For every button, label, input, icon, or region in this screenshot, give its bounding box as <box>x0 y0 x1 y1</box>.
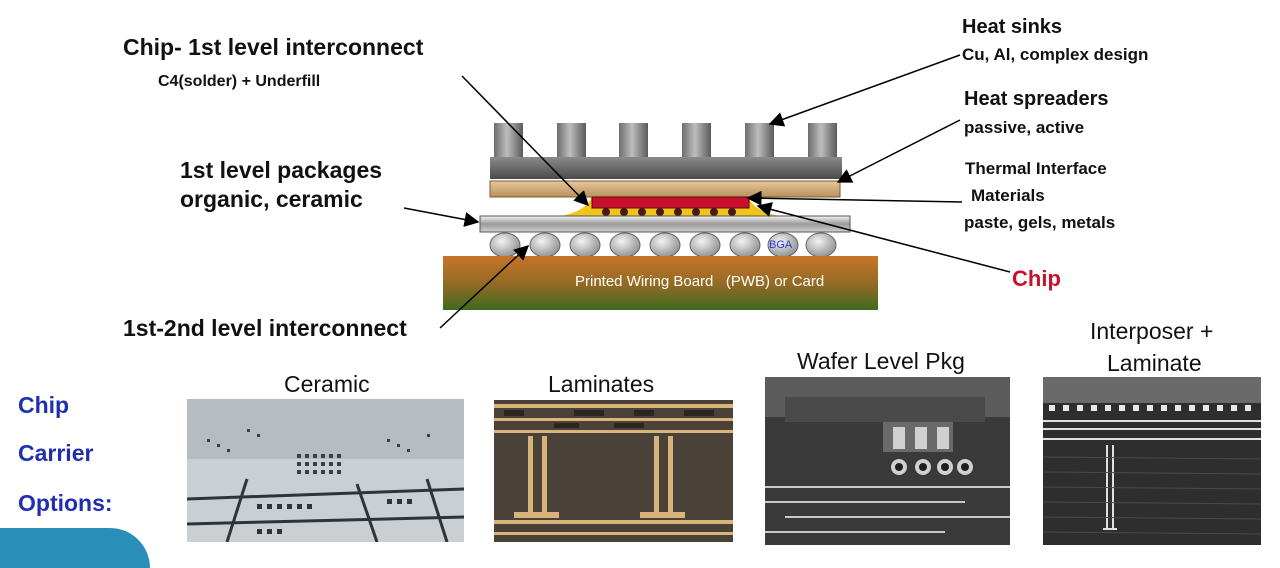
photo-caption-wafer-level: Wafer Level Pkg <box>797 348 965 374</box>
tim-title-line2: Materials <box>971 186 1045 205</box>
chip-die <box>591 196 750 209</box>
photo-caption-laminates: Laminates <box>548 371 655 397</box>
second-level-interconnect-label: 1st-2nd level interconnect <box>123 315 407 341</box>
photo-caption-interposer-line2: Laminate <box>1107 350 1202 376</box>
ceramic-photo <box>187 399 464 542</box>
heat-spreaders-title: Heat spreaders <box>964 88 1109 110</box>
laminates-photo <box>494 400 733 542</box>
carrier-label-line1: Chip <box>18 392 70 418</box>
package-diagram <box>403 54 1011 329</box>
heat-spreaders-subtitle: passive, active <box>964 118 1085 137</box>
photo-caption-interposer-line1: Interposer + <box>1090 318 1214 344</box>
corner-tab-decoration <box>0 528 150 568</box>
bga-label: BGA <box>769 239 793 251</box>
leader-arrows <box>403 54 1011 329</box>
first-level-packages-subtitle: organic, ceramic <box>180 186 363 212</box>
c4-bumps <box>602 208 736 216</box>
carrier-label-line3: Options: <box>18 490 113 516</box>
photo-caption-ceramic: Ceramic <box>284 371 370 397</box>
tim-subtitle: paste, gels, metals <box>964 213 1116 232</box>
chip-label: Chip <box>1012 266 1061 291</box>
heat-sink-fins <box>494 123 837 159</box>
chip-interconnect-subtitle: C4(solder) + Underfill <box>158 73 321 90</box>
package-substrate <box>479 215 851 233</box>
pwb-label: Printed Wiring Board (PWB) or Card <box>575 273 825 290</box>
first-level-packages-title: 1st level packages <box>180 157 383 183</box>
tim-title-line1: Thermal Interface <box>965 159 1107 178</box>
wafer-level-photo <box>765 377 1010 545</box>
printed-wiring-board <box>443 256 878 310</box>
chip-interconnect-title: Chip- 1st level interconnect <box>123 34 424 60</box>
carrier-label-line2: Carrier <box>18 440 94 466</box>
heat-spreader <box>489 180 841 198</box>
heat-sinks-title: Heat sinks <box>962 16 1063 38</box>
interposer-photo <box>1043 377 1261 545</box>
heat-sinks-subtitle: Cu, Al, complex design <box>962 45 1149 64</box>
heat-sink-base <box>490 157 842 179</box>
